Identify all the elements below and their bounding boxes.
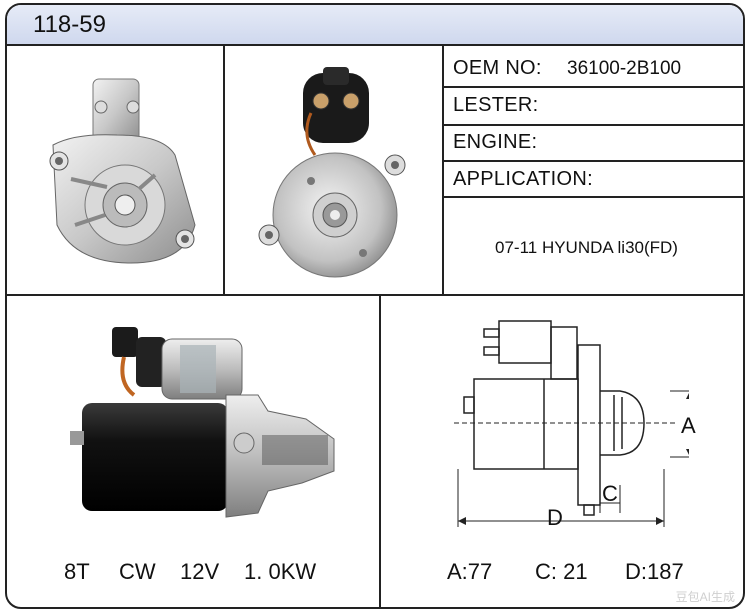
application-label: APPLICATION:: [453, 168, 593, 190]
rotation: CW: [119, 559, 156, 584]
diagram-label-a: A: [681, 413, 696, 438]
part-number-title: 118-59: [33, 11, 106, 38]
starter-side-view-image: [70, 327, 335, 518]
dimension-diagram: [454, 320, 689, 527]
dimension-c: C: 21: [535, 559, 588, 584]
spec-row-line-3: [444, 160, 743, 162]
teeth-count: 8T: [64, 559, 90, 584]
diagram-label-c: C: [602, 481, 618, 506]
application-value: 07-11 HYUNDA li30(FD): [495, 238, 678, 257]
divider-middle: [7, 294, 743, 296]
diagram-label-d: D: [547, 505, 563, 530]
starter-rear-view-image: [258, 67, 406, 278]
voltage: 12V: [180, 559, 220, 584]
divider-photo-2: [442, 46, 444, 296]
oem-label: OEM NO:: [453, 57, 542, 79]
divider-photo-1: [223, 46, 225, 296]
header-bar: 118-59: [7, 5, 743, 46]
dimension-a: A:77: [447, 559, 493, 584]
divider-bottom: [379, 296, 381, 607]
oem-value: 36100-2B100: [567, 58, 682, 79]
engine-label: ENGINE:: [453, 131, 538, 153]
lester-label: LESTER:: [453, 94, 539, 116]
spec-row-line-1: [444, 86, 743, 88]
spec-row-line-4: [444, 196, 743, 198]
dimension-d: D:187: [625, 559, 684, 584]
spec-row-line-2: [444, 124, 743, 126]
starter-front-view-image: [49, 78, 196, 264]
product-card: 118-59 OEM NO: 36100-2B100 LESTER: ENGIN…: [5, 3, 745, 609]
power-rating: 1. 0KW: [244, 559, 317, 584]
watermark: 豆包AI生成: [675, 590, 735, 604]
